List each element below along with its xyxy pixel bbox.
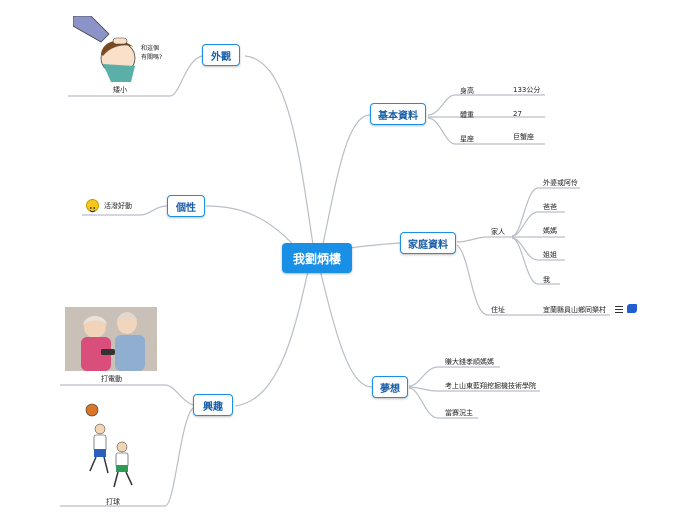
- connector-basic: [319, 114, 371, 259]
- family-address-label: 住址: [491, 306, 505, 314]
- basic-key-sign: 星座: [460, 135, 474, 143]
- dream-1: 賺大錢孝順媽媽: [445, 358, 494, 366]
- family-member-1: 外婆或阿伶: [543, 179, 578, 187]
- connector-family: [349, 242, 401, 249]
- basic-value-weight: 27: [513, 110, 522, 118]
- basic-value-sign: 巨蟹座: [513, 133, 534, 141]
- branch-family[interactable]: 家庭資料: [400, 232, 456, 254]
- list-icon[interactable]: [615, 306, 623, 313]
- leaf-personality: 活潑好動: [104, 202, 132, 210]
- basketball-illustration: [66, 399, 158, 493]
- leaf-hobby-gaming: 打電動: [101, 375, 122, 383]
- leaf-hobby-basketball: 打球: [106, 498, 120, 506]
- svg-text:和這個: 和這個: [141, 44, 159, 52]
- family-member-4: 姐姐: [543, 251, 557, 259]
- connector-hobbies: [234, 261, 311, 407]
- connector-appearance: [244, 55, 316, 259]
- family-group-label: 家人: [491, 228, 505, 236]
- connector-dreams: [317, 261, 373, 388]
- basic-key-height: 身高: [460, 87, 474, 95]
- branch-dreams[interactable]: 夢想: [372, 376, 408, 398]
- family-member-2: 爸爸: [543, 203, 557, 211]
- family-member-5: 我: [543, 276, 550, 284]
- basic-key-weight: 體重: [460, 111, 474, 119]
- family-address-value: 宜蘭縣員山鄉同樂村: [543, 306, 606, 314]
- note-icon[interactable]: [627, 304, 637, 313]
- family-member-3: 媽媽: [543, 227, 557, 235]
- gaming-photo: [65, 307, 157, 371]
- basic-value-height: 133公分: [513, 86, 541, 94]
- branch-basic-info[interactable]: 基本資料: [370, 103, 426, 125]
- branch-hobbies[interactable]: 興趣: [193, 394, 233, 416]
- svg-text:有關嗎?: 有關嗎?: [141, 53, 162, 61]
- center-node[interactable]: 我劉炳樓: [282, 243, 352, 273]
- branch-personality[interactable]: 個性: [167, 195, 205, 217]
- appearance-illustration: 和這個 有關嗎?: [73, 16, 167, 82]
- dream-2: 考上山東藍翔挖掘機技術學院: [445, 382, 536, 390]
- leaf-appearance: 矮小: [113, 86, 127, 94]
- smiley-icon: [86, 199, 99, 213]
- branch-appearance[interactable]: 外觀: [202, 44, 240, 66]
- dream-3: 當賽況主: [445, 409, 473, 417]
